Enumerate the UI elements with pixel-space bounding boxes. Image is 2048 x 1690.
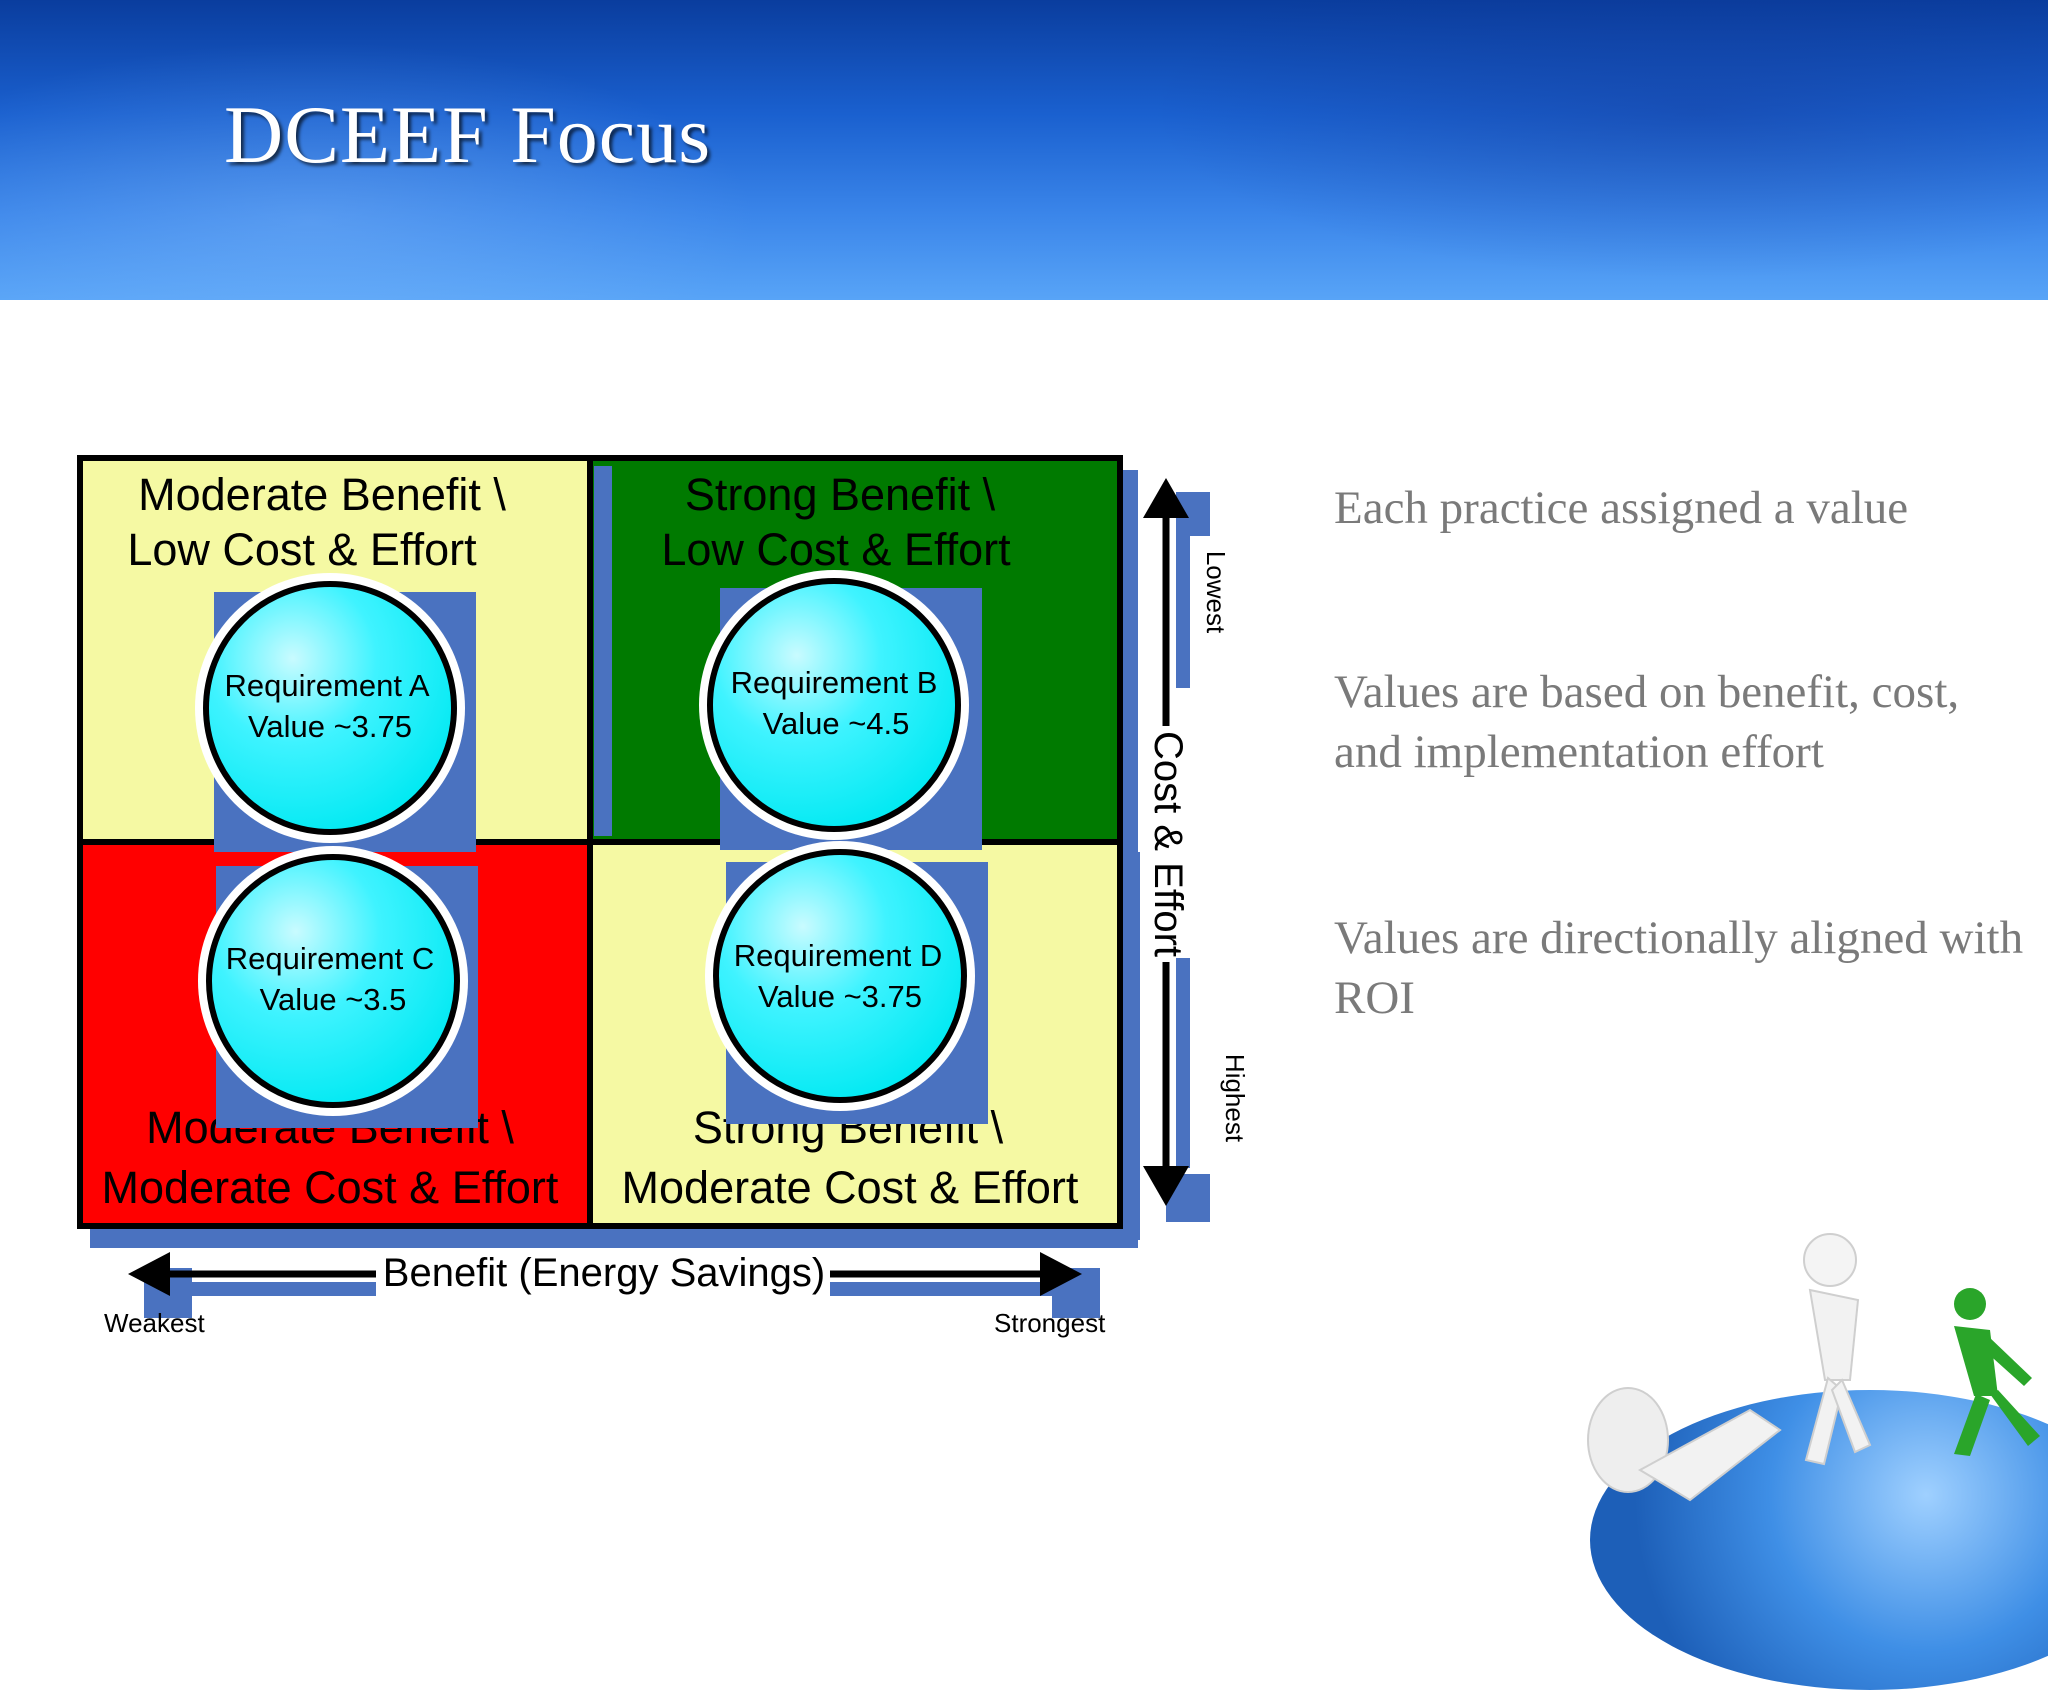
requirement-b-circle bbox=[707, 578, 961, 832]
x-axis-label: Benefit (Energy Savings) bbox=[383, 1251, 825, 1295]
x-axis-accent-left bbox=[144, 1282, 376, 1296]
requirement-a-value: Value ~3.75 bbox=[248, 709, 412, 744]
requirement-b-name: Requirement B bbox=[731, 665, 938, 700]
requirement-c-name: Requirement C bbox=[226, 941, 434, 976]
quadrant-bottom-right-line2: Moderate Cost & Effort bbox=[622, 1162, 1079, 1213]
slide-title: DCEEF Focus bbox=[224, 89, 712, 180]
requirement-b-value: Value ~4.5 bbox=[763, 706, 910, 741]
requirement-b: Requirement B Value ~4.5 bbox=[699, 570, 982, 850]
header-shadow bbox=[1148, 0, 2048, 280]
bullet-item-1: Each practice assigned a value bbox=[1334, 482, 1909, 534]
x-axis-low-label: Weakest bbox=[104, 1308, 205, 1338]
requirement-c-value: Value ~3.5 bbox=[260, 982, 407, 1017]
x-axis-accent-right bbox=[830, 1282, 1096, 1296]
y-axis-accent-bottom bbox=[1176, 958, 1190, 1168]
y-axis-arrow-down-icon bbox=[1143, 1166, 1189, 1206]
requirement-d-circle bbox=[713, 849, 967, 1103]
person-white-icon bbox=[1587, 1233, 1872, 1502]
requirement-a-name: Requirement A bbox=[224, 668, 429, 703]
x-axis: Benefit (Energy Savings) Weakest Stronge… bbox=[104, 1251, 1106, 1338]
x-axis-high-label: Strongest bbox=[994, 1308, 1106, 1338]
quadrant-top-right-line2: Low Cost & Effort bbox=[661, 524, 1011, 575]
requirement-d: Requirement D Value ~3.75 bbox=[705, 841, 988, 1124]
y-axis-accent-top bbox=[1176, 492, 1190, 688]
bullet-item-2: Values are based on benefit, cost, and i… bbox=[1334, 666, 1960, 778]
benefit-cost-diagram: Moderate Benefit \ Low Cost & Effort Str… bbox=[77, 455, 1250, 1338]
requirement-d-value: Value ~3.75 bbox=[758, 979, 922, 1014]
x-axis-arrow-right-icon bbox=[1040, 1252, 1082, 1296]
y-axis-label: Cost & Effort bbox=[1146, 731, 1190, 957]
quadrant-bottom-left-line2: Moderate Cost & Effort bbox=[102, 1162, 559, 1213]
y-axis-top-label: Lowest bbox=[1201, 551, 1231, 634]
bullet-item-3: Values are directionally aligned with RO… bbox=[1334, 912, 2024, 1024]
header-glow bbox=[0, 40, 760, 300]
person-green-icon bbox=[1954, 1288, 2040, 1456]
requirement-a: Requirement A Value ~3.75 bbox=[195, 573, 476, 852]
requirement-a-circle bbox=[203, 581, 457, 835]
quadrant-top-left-line2: Low Cost & Effort bbox=[127, 524, 477, 575]
y-axis: Cost & Effort Lowest Highest bbox=[1143, 478, 1250, 1222]
y-axis-arrow-up-icon bbox=[1143, 478, 1189, 518]
quadrant-top-left-line1: Moderate Benefit \ bbox=[138, 469, 506, 520]
x-axis-arrow-left-icon bbox=[128, 1252, 170, 1296]
quadrant-top-right-line1: Strong Benefit \ bbox=[685, 469, 996, 520]
requirement-c-circle bbox=[206, 854, 460, 1108]
requirement-d-name: Requirement D bbox=[734, 938, 942, 973]
slide-header bbox=[0, 0, 2048, 300]
accent-bar-right bbox=[1122, 852, 1140, 1240]
y-axis-bottom-label: Highest bbox=[1220, 1054, 1250, 1143]
accent-bar-center bbox=[594, 466, 612, 836]
requirement-c: Requirement C Value ~3.5 bbox=[198, 846, 478, 1128]
